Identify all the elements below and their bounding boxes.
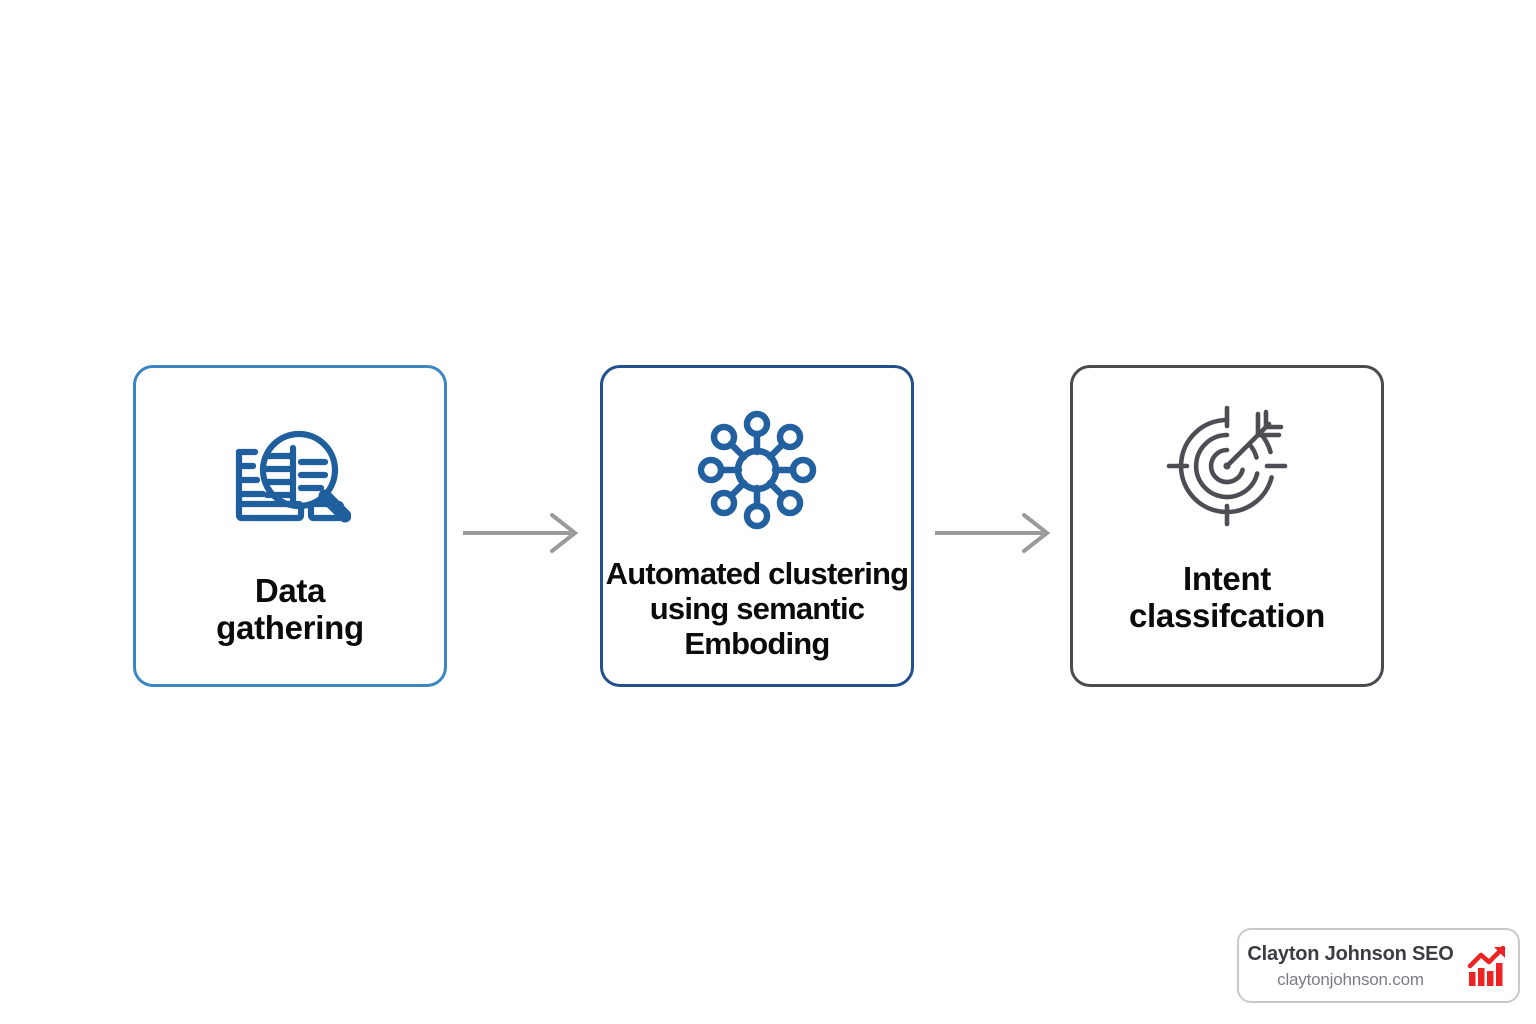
flow-step-data-gathering[interactable]: Data gathering (133, 365, 447, 687)
flow-step-automated-clustering[interactable]: Automated clustering using semantic Embo… (600, 365, 914, 687)
arrow-right-icon (463, 510, 583, 556)
target-bullseye-arrow-icon (1163, 404, 1291, 528)
watermark-text-group: Clayton Johnson SEO claytonjohnson.com (1247, 944, 1453, 988)
watermark-badge[interactable]: Clayton Johnson SEO claytonjohnson.com (1237, 928, 1520, 1003)
arrow-right-icon (935, 510, 1055, 556)
growth-bar-chart-icon (1467, 945, 1505, 986)
flow-step-intent-classification[interactable]: Intent classifcation (1070, 365, 1384, 687)
flow-step-label: Intent classifcation (1128, 560, 1326, 634)
watermark-title: Clayton Johnson SEO (1247, 942, 1454, 965)
watermark-url: claytonjohnson.com (1277, 969, 1424, 989)
flow-step-label: Data gathering (216, 572, 364, 646)
document-magnifier-icon (229, 414, 351, 538)
flow-step-label: Automated clustering using semantic Embo… (605, 556, 909, 661)
network-cluster-icon (695, 408, 819, 532)
flow-diagram: Data gathering (0, 365, 1536, 687)
